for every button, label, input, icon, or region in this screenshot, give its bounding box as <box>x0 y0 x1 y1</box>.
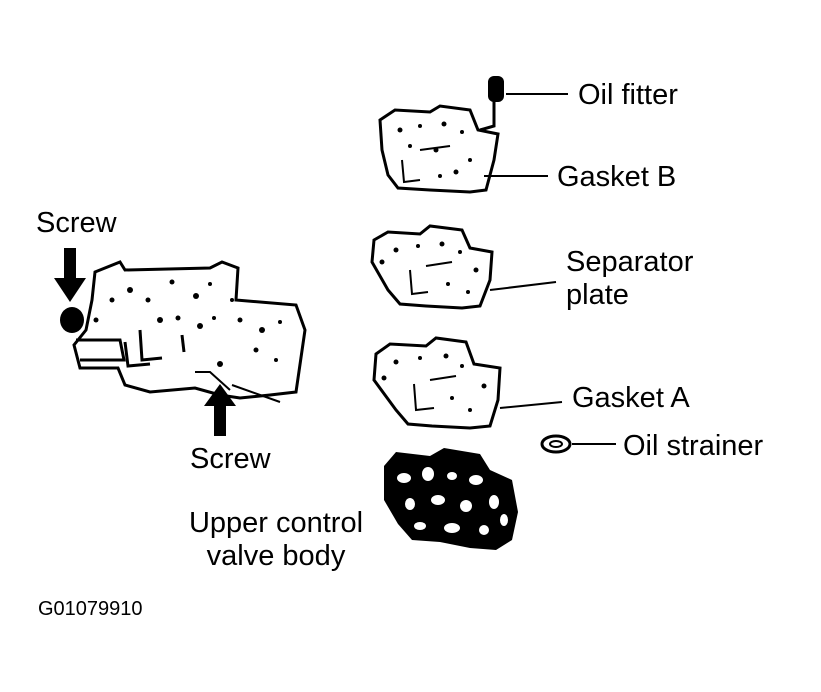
screw-label-bottom: Screw <box>190 443 271 475</box>
figure-code: G01079910 <box>38 598 143 620</box>
upper-valve-body-label-line2: valve body <box>206 540 346 572</box>
oil-filter-label: Oil fitter <box>578 79 678 111</box>
separator-plate-label-line2: plate <box>566 279 629 311</box>
gasket-b-part <box>378 104 500 194</box>
plate-holes <box>379 121 487 412</box>
upper-valve-body-label-line1: Upper control <box>188 507 364 539</box>
separator-plate-label-line1: Separator <box>566 246 694 278</box>
lower-valve-body-holes <box>93 279 282 367</box>
screw-arrow-bottom <box>204 384 236 436</box>
oil-strainer-label: Oil strainer <box>623 430 764 462</box>
upper-valve-body-part <box>384 448 518 550</box>
separator-plate-part <box>370 224 494 310</box>
oil-strainer-part <box>540 434 572 454</box>
gasket-a-part <box>372 336 502 430</box>
leader-lines <box>484 93 616 445</box>
screw-label-top: Screw <box>36 207 117 239</box>
gasket-b-label: Gasket B <box>557 161 677 193</box>
lower-valve-body <box>72 260 307 403</box>
screw-arrow-top <box>54 248 86 333</box>
gasket-a-label: Gasket A <box>572 382 690 414</box>
oil-filter-part <box>479 76 504 132</box>
